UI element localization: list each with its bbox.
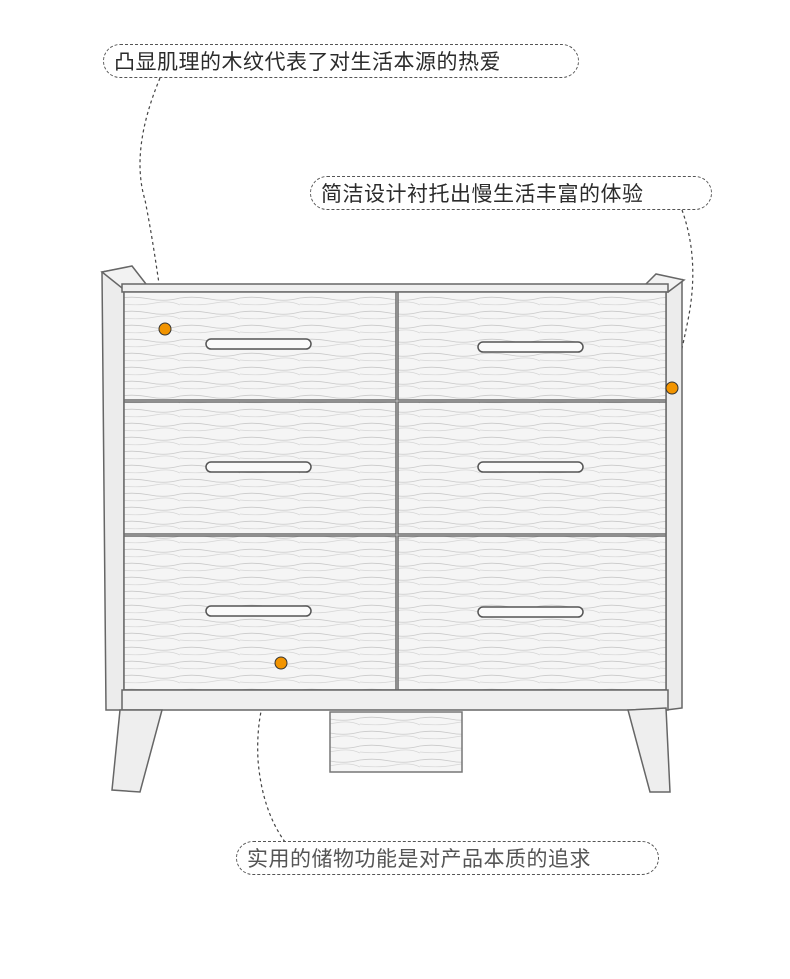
marker-dot-top-left	[158, 322, 172, 336]
right-leg	[627, 707, 671, 793]
leader-line-top-left	[139, 77, 166, 329]
base-rail	[121, 689, 669, 711]
drawer-handle-icon	[477, 606, 584, 618]
top-rail	[121, 283, 669, 293]
callout-simple-design: 简洁设计衬托出慢生活丰富的体验	[310, 176, 712, 210]
callout-text: 凸显肌理的木纹代表了对生活本源的热爱	[114, 50, 501, 74]
floor-box	[329, 711, 463, 773]
drawer-handle-icon	[205, 338, 312, 350]
drawer-handle-icon	[205, 605, 312, 617]
drawer-handle-icon	[477, 341, 584, 353]
drawer-handle-icon	[205, 461, 312, 473]
callout-text: 实用的储物功能是对产品本质的追求	[247, 847, 591, 871]
drawer-top-left	[123, 291, 397, 401]
drawer-middle-left	[123, 401, 397, 535]
marker-dot-bottom	[274, 656, 288, 670]
callout-storage-function: 实用的储物功能是对产品本质的追求	[236, 841, 659, 875]
drawer-handle-icon	[477, 461, 584, 473]
drawer-top-right	[397, 291, 667, 401]
callout-text: 简洁设计衬托出慢生活丰富的体验	[321, 182, 644, 206]
drawer-bottom-left	[123, 535, 397, 691]
drawer-middle-right	[397, 401, 667, 535]
marker-dot-right	[665, 381, 679, 395]
left-leg	[111, 709, 163, 793]
callout-wood-grain: 凸显肌理的木纹代表了对生活本源的热爱	[103, 44, 579, 78]
drawer-bottom-right	[397, 535, 667, 691]
